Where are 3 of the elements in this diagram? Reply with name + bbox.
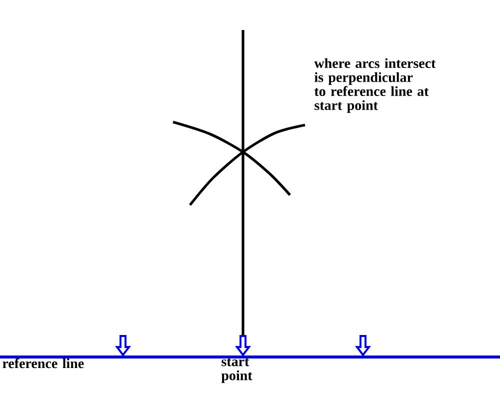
annotation: where arcs intersect is perpendicular to reference line at start point <box>314 58 436 113</box>
annotation: start point <box>221 358 252 384</box>
annotation: reference line <box>2 358 84 368</box>
